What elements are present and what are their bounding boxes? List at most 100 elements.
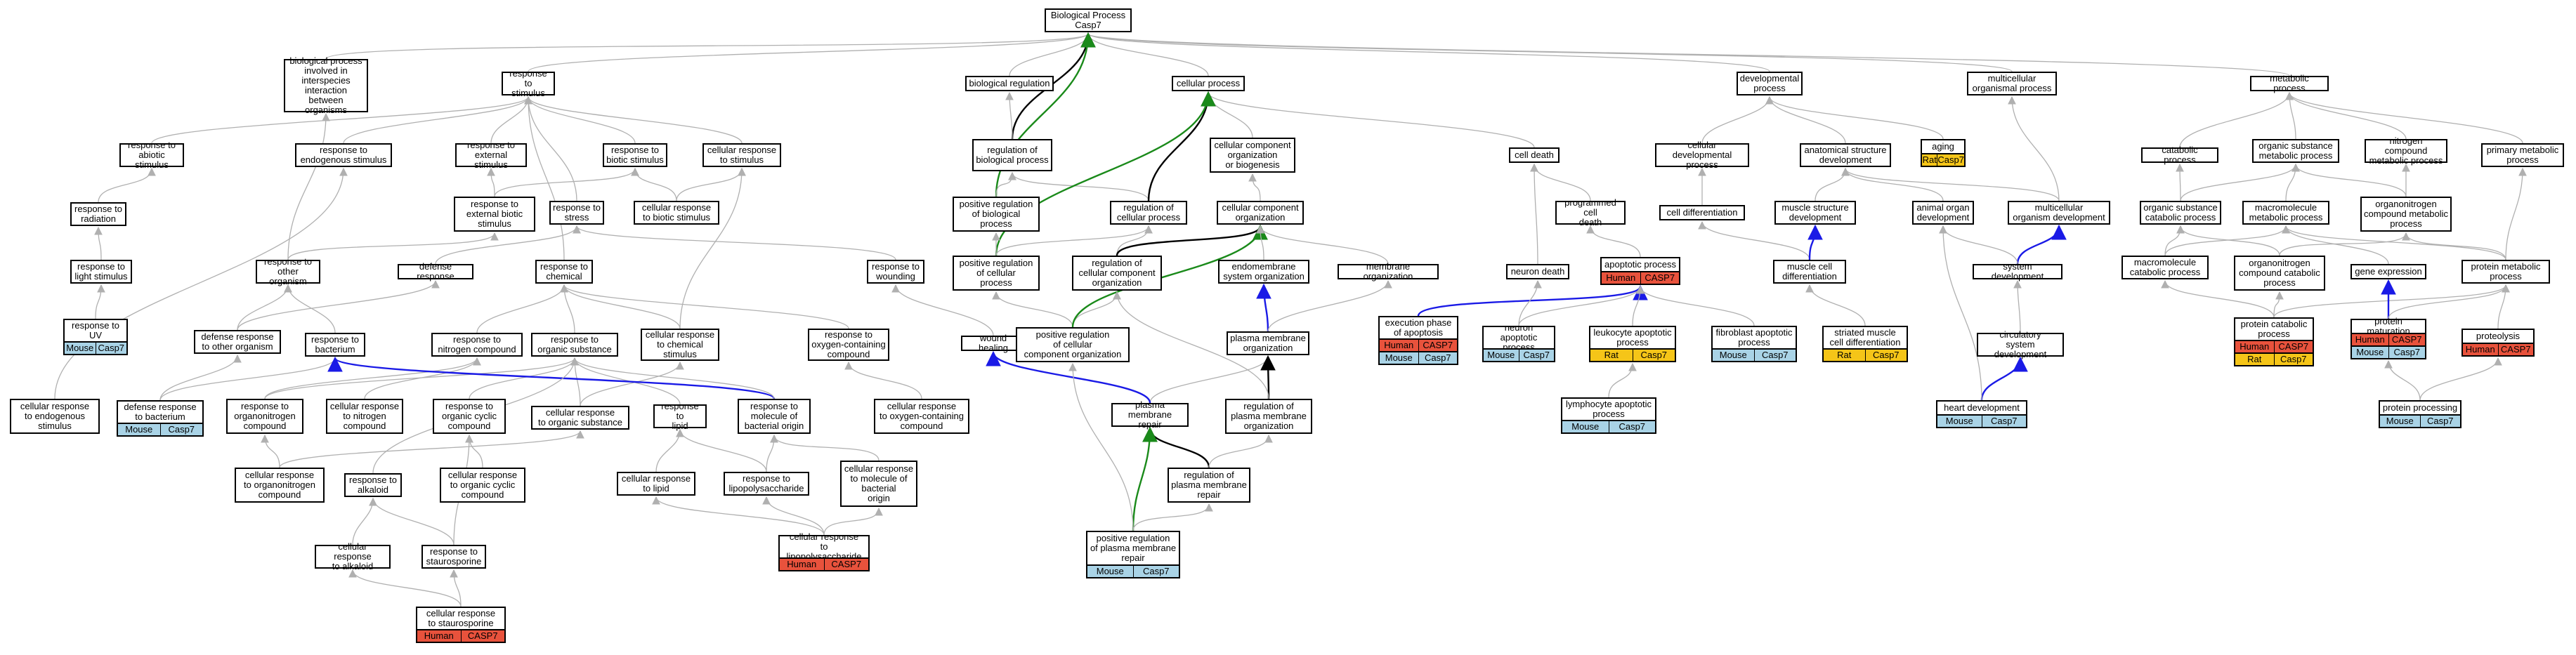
- go-term-org-sub[interactable]: organic substance metabolic process: [2252, 139, 2339, 163]
- go-term-interspecies[interactable]: biological process involved in interspec…: [284, 56, 368, 115]
- go-term-resp-chem[interactable]: response to chemical: [535, 260, 593, 284]
- go-term-cell-resp-organonitro[interactable]: cellular response to organonitrogen comp…: [235, 468, 325, 503]
- go-term-pm-repair[interactable]: plasma membrane repair: [1111, 400, 1189, 430]
- go-term-prot-proc[interactable]: protein processing: [2379, 400, 2461, 416]
- go-term-defense-other[interactable]: defense response to other organism: [194, 330, 281, 354]
- go-term-prot-metab[interactable]: protein metabolic process: [2461, 260, 2550, 284]
- go-term-ccob[interactable]: cellular component organization or bioge…: [1210, 138, 1295, 173]
- go-term-resp-other[interactable]: response to other organism: [256, 257, 320, 286]
- go-term-resp-uv[interactable]: response to UV: [63, 319, 128, 343]
- go-term-cell-resp-alkaloid[interactable]: cellular response to alkaloid: [315, 542, 391, 571]
- go-term-metab[interactable]: metabolic process: [2250, 74, 2329, 93]
- go-term-reg-bio[interactable]: regulation of biological process: [972, 139, 1052, 171]
- go-term-anat-dev[interactable]: anatomical structure development: [1800, 143, 1891, 167]
- go-term-prot-catab[interactable]: protein catabolic process: [2234, 317, 2314, 341]
- go-term-endomem[interactable]: endomembrane system organization: [1218, 260, 1309, 284]
- go-term-mem-org[interactable]: membrane organization: [1338, 262, 1439, 282]
- go-term-cell-resp-lps[interactable]: cellular response to lipopolysaccharide: [778, 532, 870, 562]
- go-term-apoptotic[interactable]: apoptotic process: [1600, 257, 1680, 272]
- go-term-org-sub-catab[interactable]: organic substance catabolic process: [2140, 201, 2221, 225]
- go-term-prog-death[interactable]: programmed cell death: [1555, 198, 1626, 227]
- go-term-resp-org-cyclic[interactable]: response to organic cyclic compound: [433, 399, 506, 434]
- go-term-resp-bact[interactable]: response to bacterium: [305, 333, 365, 357]
- go-term-resp-light[interactable]: response to light stimulus: [70, 260, 132, 284]
- go-term-cell-resp-stim[interactable]: cellular response to stimulus: [702, 143, 781, 167]
- go-term-cell-resp-biotic[interactable]: cellular response to biotic stimulus: [634, 201, 719, 225]
- go-term-pos-reg-bio[interactable]: positive regulation of biological proces…: [953, 197, 1040, 232]
- go-term-ccorg[interactable]: cellular component organization: [1217, 201, 1304, 225]
- go-term-resp-rad[interactable]: response to radiation: [70, 202, 126, 226]
- go-term-multicell-proc[interactable]: multicellular organismal process: [1967, 72, 2057, 95]
- go-term-resp-ext[interactable]: response to external stimulus: [455, 140, 527, 170]
- go-term-nitro-metab[interactable]: nitrogen compound metabolic process: [2365, 136, 2447, 166]
- go-term-heart-dev[interactable]: heart development: [1936, 400, 2027, 416]
- go-term-resp-organonitro[interactable]: response to organonitrogen compound: [226, 399, 303, 434]
- go-term-sys-dev[interactable]: system development: [1973, 262, 2062, 282]
- go-term-defense[interactable]: defense response: [398, 262, 473, 282]
- go-term-resp-lipid[interactable]: response to lipid: [653, 402, 707, 431]
- go-term-multi-dev[interactable]: multicellular organism development: [2008, 201, 2110, 225]
- go-term-macromol[interactable]: macromolecule metabolic process: [2242, 201, 2329, 225]
- go-term-resp-stauro[interactable]: response to staurosporine: [421, 545, 486, 569]
- go-term-resp-nitro[interactable]: response to nitrogen compound: [431, 333, 523, 357]
- go-term-resp-abiotic[interactable]: response to abiotic stimulus: [119, 140, 184, 170]
- go-term-cell-diff[interactable]: cell differentiation: [1659, 205, 1745, 220]
- go-term-pos-reg-pm-repair[interactable]: positive regulation of plasma membrane r…: [1086, 531, 1180, 566]
- go-term-prot-mat[interactable]: protein maturation: [2351, 317, 2426, 336]
- go-term-reg-pm-repair[interactable]: regulation of plasma membrane repair: [1168, 468, 1250, 503]
- go-term-resp-stim[interactable]: response to stimulus: [502, 69, 555, 98]
- go-term-animal-organ[interactable]: animal organ development: [1912, 201, 1974, 225]
- go-term-cell-resp-stauro[interactable]: cellular response to staurosporine: [416, 607, 506, 630]
- go-term-cell-resp-chem[interactable]: cellular response to chemical stimulus: [641, 329, 719, 361]
- go-term-cell-resp-org[interactable]: cellular response to organic substance: [531, 406, 629, 430]
- go-term-fibro-apop[interactable]: fibroblast apoptotic process: [1711, 326, 1797, 350]
- go-term-cell-resp-oxy[interactable]: cellular response to oxygen-containing c…: [874, 399, 969, 434]
- go-term-reg-cell[interactable]: regulation of cellular process: [1110, 201, 1187, 225]
- go-term-organonitro[interactable]: organonitrogen compound metabolic proces…: [2360, 197, 2452, 232]
- go-term-striated[interactable]: striated muscle cell differentiation: [1822, 326, 1908, 350]
- go-term-cell-resp-mol-bact[interactable]: cellular response to molecule of bacteri…: [840, 461, 917, 507]
- go-term-resp-oxy[interactable]: response to oxygen-containing compound: [808, 329, 889, 361]
- go-term-neuron-apop[interactable]: neuron apoptotic process: [1482, 323, 1555, 352]
- go-term-resp-wound[interactable]: response to wounding: [867, 260, 924, 284]
- go-term-resp-alkaloid[interactable]: response to alkaloid: [344, 473, 402, 497]
- go-term-leuko-apop[interactable]: leukocyte apoptotic process: [1589, 326, 1676, 350]
- go-term-catab[interactable]: catabolic process: [2141, 145, 2218, 165]
- go-term-macro-catab[interactable]: macromolecule catabolic process: [2121, 256, 2209, 279]
- go-term-pos-reg-cell[interactable]: positive regulation of cellular process: [953, 256, 1040, 291]
- go-term-resp-stress[interactable]: response to stress: [549, 201, 604, 225]
- go-term-resp-biotic[interactable]: response to biotic stimulus: [603, 143, 667, 167]
- go-term-proteolysis[interactable]: proteolysis: [2461, 329, 2535, 344]
- go-term-reg-ccorg[interactable]: regulation of cellular component organiz…: [1072, 256, 1162, 291]
- go-term-resp-lps[interactable]: response to lipopolysaccharide: [724, 472, 809, 496]
- go-term-defense-bact[interactable]: defense response to bacterium: [117, 400, 204, 424]
- go-term-neuron-death[interactable]: neuron death: [1506, 264, 1569, 279]
- go-term-resp-endog[interactable]: response to endogenous stimulus: [295, 143, 392, 167]
- go-term-bp[interactable]: Biological Process Casp7: [1045, 8, 1132, 32]
- go-term-resp-org-sub[interactable]: response to organic substance: [531, 333, 618, 357]
- go-term-lympho-apop[interactable]: lymphocyte apoptotic process: [1561, 397, 1656, 421]
- go-term-dev-proc[interactable]: developmental process: [1737, 72, 1803, 95]
- go-term-circ-dev[interactable]: circulatory system development: [1977, 330, 2064, 359]
- go-term-cell-proc[interactable]: cellular process: [1172, 76, 1245, 91]
- go-term-prim-metab[interactable]: primary metabolic process: [2481, 143, 2564, 167]
- go-term-pm-org[interactable]: plasma membrane organization: [1227, 331, 1309, 355]
- go-term-aging[interactable]: aging: [1921, 139, 1966, 154]
- go-term-bio-reg[interactable]: biological regulation: [965, 76, 1054, 91]
- go-term-resp-ext-biotic[interactable]: response to external biotic stimulus: [454, 197, 535, 232]
- go-term-cell-death[interactable]: cell death: [1509, 147, 1560, 163]
- go-term-organonitro-catab[interactable]: organonitrogen compound catabolic proces…: [2234, 256, 2325, 291]
- go-term-muscle-struct[interactable]: muscle structure development: [1774, 201, 1856, 225]
- go-term-cell-dev[interactable]: cellular developmental process: [1655, 140, 1749, 170]
- go-term-exec-apop[interactable]: execution phase of apoptosis: [1378, 316, 1458, 340]
- go-term-pos-reg-ccorg[interactable]: positive regulation of cellular componen…: [1016, 327, 1130, 362]
- go-term-gene-expr[interactable]: gene expression: [2351, 264, 2426, 279]
- go-term-reg-pm-org[interactable]: regulation of plasma membrane organizati…: [1225, 399, 1312, 434]
- go-term-cell-resp-nitro[interactable]: cellular response to nitrogen compound: [326, 399, 403, 434]
- go-term-cell-resp-org-cyclic[interactable]: cellular response to organic cyclic comp…: [440, 468, 525, 503]
- go-term-resp-mol-bact[interactable]: response to molecule of bacterial origin: [738, 399, 811, 434]
- go-term-muscle-diff[interactable]: muscle cell differentiation: [1773, 260, 1846, 284]
- go-term-cell-resp-endog[interactable]: cellular response to endogenous stimulus: [10, 399, 100, 434]
- go-term-wound-heal[interactable]: wound healing: [961, 333, 1026, 353]
- go-term-cell-resp-lipid[interactable]: cellular response to lipid: [617, 472, 695, 496]
